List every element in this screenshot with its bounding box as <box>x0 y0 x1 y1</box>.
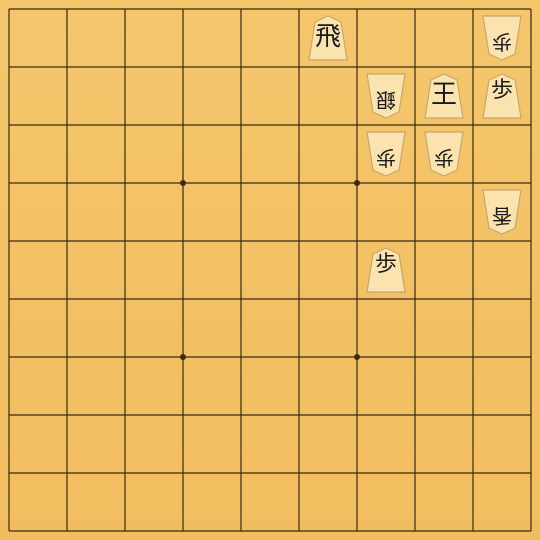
piece-shape-icon <box>308 15 348 61</box>
star-point-icon <box>180 180 186 186</box>
piece-shape-icon <box>366 247 406 293</box>
piece-label: 歩 <box>374 252 397 277</box>
lance-piece-gote[interactable]: 香 <box>481 188 523 236</box>
star-point-icon <box>354 354 360 360</box>
piece-shape-icon <box>424 131 464 177</box>
piece-label: 歩 <box>376 146 396 170</box>
piece-shape-icon <box>482 73 522 119</box>
silver-general-piece-gote[interactable]: 銀 <box>365 72 407 120</box>
pawn-piece-sente[interactable]: 歩 <box>481 72 523 120</box>
piece-label: 銀 <box>376 88 396 112</box>
piece-shape-icon <box>424 73 464 119</box>
piece-label: 香 <box>492 204 512 228</box>
piece-shape-icon <box>482 189 522 235</box>
star-point-icon <box>354 180 360 186</box>
piece-label: 歩 <box>434 146 454 170</box>
piece-label: 歩 <box>490 78 513 103</box>
piece-shape-icon <box>366 73 406 119</box>
pawn-piece-gote[interactable]: 歩 <box>423 130 465 178</box>
piece-label: 歩 <box>492 30 512 54</box>
pawn-piece-sente[interactable]: 歩 <box>365 246 407 294</box>
pawn-piece-gote[interactable]: 歩 <box>365 130 407 178</box>
piece-shape-icon <box>366 131 406 177</box>
king-piece-sente[interactable]: 王 <box>423 72 465 120</box>
piece-label: 王 <box>430 80 457 110</box>
star-point-icon <box>180 354 186 360</box>
piece-label: 飛 <box>314 22 341 52</box>
pawn-piece-gote[interactable]: 歩 <box>481 14 523 62</box>
piece-shape-icon <box>482 15 522 61</box>
rook-piece-sente[interactable]: 飛 <box>307 14 349 62</box>
